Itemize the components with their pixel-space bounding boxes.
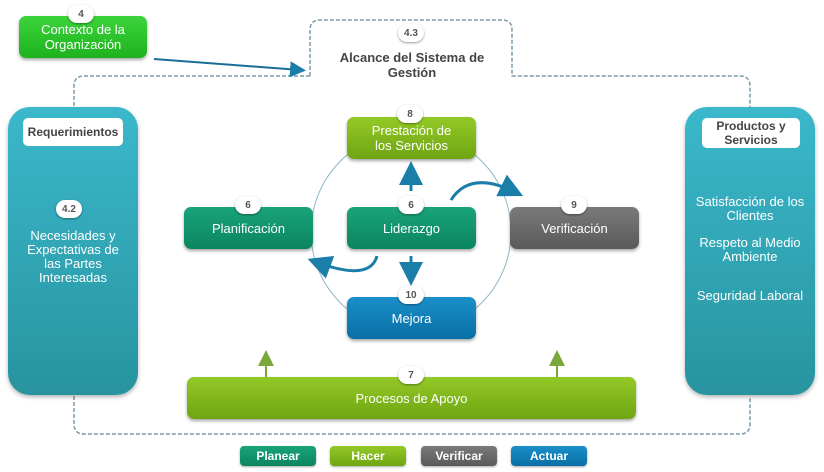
node-planning[interactable]: Planificación <box>184 207 313 249</box>
node-support-label: Procesos de Apoyo <box>355 390 468 406</box>
node-service[interactable]: Prestación de los Servicios <box>347 117 476 159</box>
products-title: Productos y Servicios <box>702 118 800 148</box>
node-leadership-badge: 6 <box>398 196 424 214</box>
node-improvement-badge: 10 <box>398 286 424 304</box>
requirements-text: Necesidades y Expectativas de las Partes… <box>27 228 119 285</box>
context-arrow <box>153 58 306 78</box>
scope-badge: 4.3 <box>398 24 424 42</box>
requirements-title: Requerimientos <box>23 118 123 146</box>
node-support[interactable]: Procesos de Apoyo <box>187 377 636 419</box>
node-improvement-label: Mejora <box>391 310 432 326</box>
context-badge: 4 <box>68 5 94 23</box>
scope-boundary <box>309 19 751 108</box>
context-label: Contexto de la Organización <box>41 22 125 52</box>
node-verification-label: Verificación <box>541 220 608 236</box>
scope-title: Alcance del Sistema de Gestión <box>339 50 485 80</box>
legend-do: Hacer <box>330 446 406 466</box>
node-leadership-label: Liderazgo <box>382 220 441 236</box>
products-item: Seguridad Laboral <box>696 288 804 303</box>
products-item: Satisfacción de los Clientes <box>695 194 805 223</box>
node-planning-label: Planificación <box>212 220 285 236</box>
context-box[interactable]: Contexto de la Organización <box>19 16 147 58</box>
node-verification[interactable]: Verificación <box>510 207 639 249</box>
node-leadership[interactable]: Liderazgo <box>347 207 476 249</box>
requirements-panel <box>8 107 138 395</box>
legend-act: Actuar <box>511 446 587 466</box>
node-improvement[interactable]: Mejora <box>347 297 476 339</box>
legend-plan: Planear <box>240 446 316 466</box>
node-verification-badge: 9 <box>561 196 587 214</box>
requirements-badge: 4.2 <box>56 200 82 218</box>
node-planning-badge: 6 <box>235 196 261 214</box>
node-service-badge: 8 <box>397 105 423 123</box>
legend-check: Verificar <box>421 446 497 466</box>
node-service-label: Prestación de los Servicios <box>371 123 452 153</box>
products-item: Respeto al Medio Ambiente <box>699 235 801 264</box>
products-panel <box>685 107 815 395</box>
node-support-badge: 7 <box>398 366 424 384</box>
